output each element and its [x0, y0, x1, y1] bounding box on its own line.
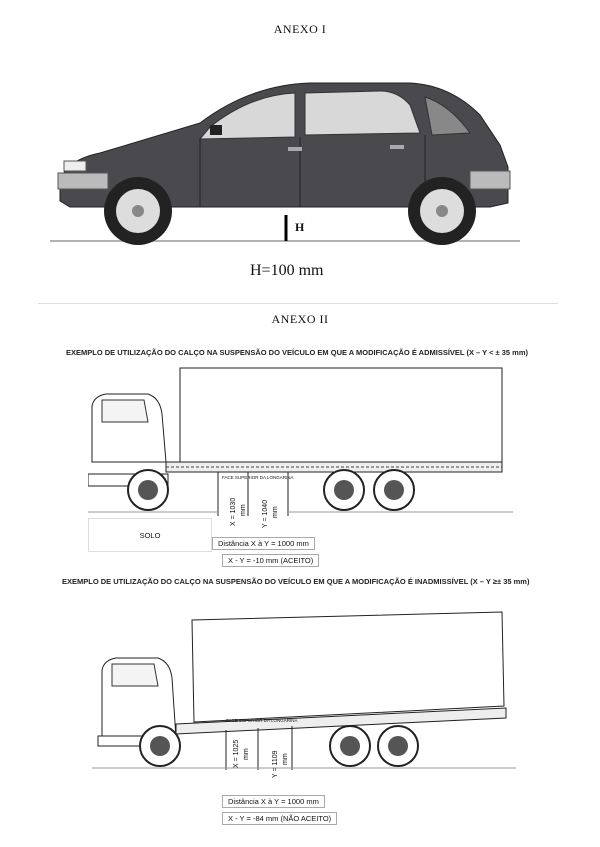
truck2-illustration	[92, 611, 516, 770]
example1-x-value: X = 1030	[230, 497, 237, 526]
section-divider	[38, 303, 558, 304]
example1-distance: Distância X à Y = 1000 mm	[212, 537, 315, 550]
example2-distance: Distância X à Y = 1000 mm	[222, 795, 325, 808]
example1-x-unit: mm	[240, 504, 247, 516]
example1-y-value: Y = 1040	[262, 499, 269, 528]
car-illustration	[50, 82, 520, 245]
example2-caption: EXEMPLO DE UTILIZAÇÃO DO CALÇO NA SUSPEN…	[62, 577, 530, 586]
example2-face-label: FACE SUPERIOR DA LONGARINA	[226, 718, 298, 723]
example2-result: X - Y = -84 mm (NÃO ACEITO)	[222, 812, 338, 825]
example1-face-label: FACE SUPERIOR DA LONGARINA	[222, 475, 294, 480]
ground-label: SOLO	[88, 518, 212, 552]
example1-caption: EXEMPLO DE UTILIZAÇÃO DO CALÇO NA SUSPEN…	[66, 348, 529, 357]
example1-result: X - Y = -10 mm (ACEITO)	[222, 554, 320, 567]
example2-y-unit: mm	[282, 753, 289, 765]
example2-x-unit: mm	[243, 748, 250, 760]
truck1-illustration	[88, 367, 513, 516]
example1-y-unit: mm	[272, 506, 279, 518]
annex2-title: ANEXO II	[271, 312, 329, 326]
example2-y-value: Y = 1109	[272, 750, 279, 778]
h-formula: H=100 mm	[250, 262, 324, 279]
h-label: H	[295, 220, 305, 234]
example2-x-value: X = 1025	[233, 739, 240, 768]
annex1-title: ANEXO I	[273, 22, 327, 36]
